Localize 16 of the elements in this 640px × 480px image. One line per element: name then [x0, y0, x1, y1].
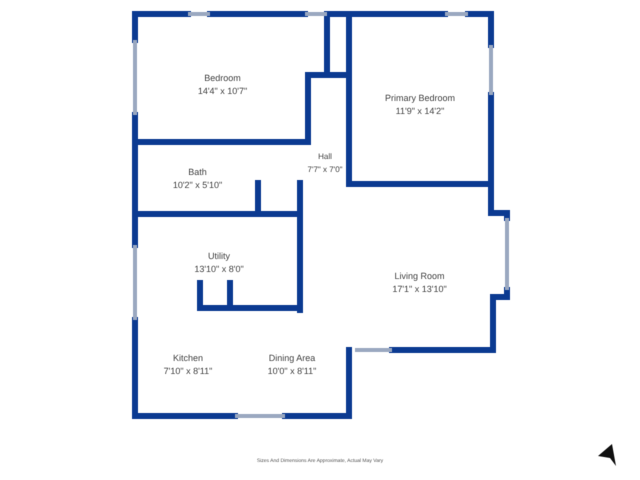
room-name: Kitchen: [172, 352, 204, 365]
room-dimensions: 7'7" x 7'0": [308, 164, 342, 176]
room-dimensions: 10'0" x 8'11": [268, 365, 316, 378]
room-dimensions: 13'10" x 8'0": [194, 263, 244, 276]
room-name: Dining Area: [268, 352, 316, 365]
room-dimensions: 10'2" x 5'10": [172, 179, 222, 192]
room-name: Living Room: [394, 270, 445, 282]
room-dimensions: 17'1" x 13'10": [392, 282, 447, 296]
room-name: Bath: [188, 166, 207, 179]
room-name: Primary Bedroom: [384, 92, 456, 105]
room-name: Utility: [208, 250, 230, 263]
room-dimensions: 7'10" x 8'11": [164, 365, 212, 378]
room-name: Bedroom: [204, 72, 241, 85]
room-dimensions: 11'9" x 14'2": [396, 105, 444, 118]
room-name: Hall: [318, 150, 332, 162]
room-dimensions: 14'4" x 10'7": [198, 85, 248, 98]
